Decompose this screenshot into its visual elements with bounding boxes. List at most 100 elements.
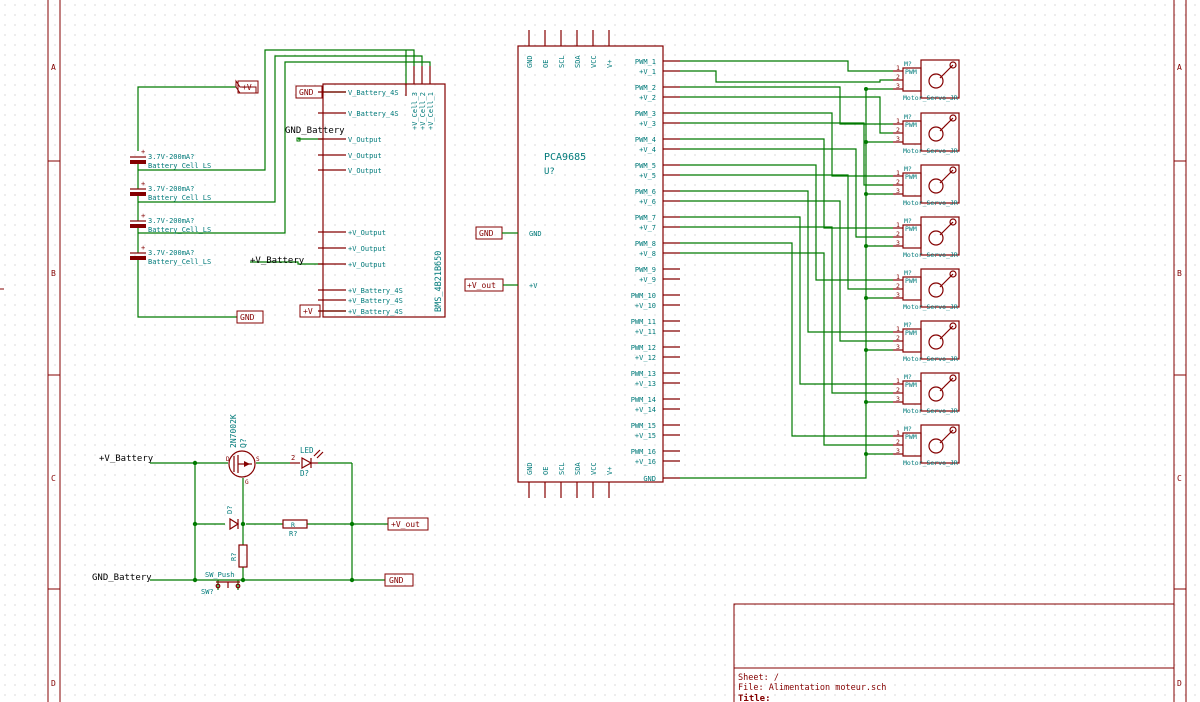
- sw-ref: SW?: [201, 588, 214, 596]
- servo-ref: M?: [904, 269, 912, 277]
- pca-right-pin-label: +V_8: [639, 250, 656, 258]
- resistor-r[interactable]: R R?: [282, 519, 308, 538]
- frame-row-letter-left: B: [51, 269, 56, 278]
- servo-wiring: [680, 60, 893, 479]
- pca-right-pin-label: +V_12: [635, 354, 656, 362]
- pca-bottom-pin-label: V+: [606, 467, 614, 475]
- pca-right-pin-label: PWM_5: [635, 162, 656, 170]
- servo-horn-icon: [928, 230, 944, 246]
- servo-pin-number: 2: [896, 73, 900, 81]
- battery-value: 3.7V-200mA?: [148, 185, 194, 193]
- pca-top-pin-label: GND: [526, 55, 534, 68]
- servo-body: [920, 424, 960, 464]
- bms-module[interactable]: BMS_4B21B650: [322, 83, 446, 318]
- servo-name: Motor_Servo_JR: [903, 199, 958, 207]
- servo-pin-number: 1: [896, 117, 900, 125]
- servo-pin-number: 1: [896, 377, 900, 385]
- wire-servo-pwm: [680, 60, 893, 72]
- servo-arm-tip: [949, 322, 957, 330]
- bms-pin-label: +V_Output: [348, 261, 386, 269]
- pca-right-pin-label: +V_7: [639, 224, 656, 232]
- servo-pin-number: 2: [896, 438, 900, 446]
- bms-pin-label: V_Output: [348, 136, 382, 144]
- pca-right-pin-label: PWM_12: [631, 344, 656, 352]
- bms-name: BMS_4B21B650: [434, 251, 444, 312]
- net-label-c-plus-v-battery: +V_Battery: [99, 454, 154, 464]
- led-value: LED: [300, 446, 314, 455]
- servo-motors: M?PWMMotor_Servo_JR123M?PWMMotor_Servo_J…: [893, 59, 960, 467]
- title-block: Sheet: / File: Alimentation moteur.sch T…: [733, 603, 1175, 702]
- servo-pin-label: PWM: [905, 381, 917, 389]
- servo-horn-icon: [928, 334, 944, 350]
- frame-row-letter-left: D: [51, 679, 56, 688]
- servo-pin-number: 1: [896, 64, 900, 72]
- servo-arm-tip: [949, 218, 957, 226]
- title-block-title: Title:: [738, 693, 771, 702]
- push-switch[interactable]: SW_Push SW?: [201, 571, 241, 596]
- diode[interactable]: D?: [226, 506, 240, 531]
- servo-pin-label: PWM: [905, 329, 917, 337]
- pca-top-pin-label: VCC: [590, 55, 598, 68]
- servo-name: Motor_Servo_JR: [903, 407, 958, 415]
- wire-servo-pwm: [680, 242, 893, 437]
- servo-pin-number: 3: [896, 135, 900, 143]
- net-label-c-plus-v-out: +V_out: [391, 520, 420, 529]
- pca-right-pin-label: +V_1: [639, 68, 656, 76]
- wire-servo-v: [680, 122, 893, 186]
- frame-row-letter-left: C: [51, 474, 56, 483]
- servo-body: [920, 112, 960, 152]
- wire-plus-v-battery: [250, 261, 323, 265]
- servo-pin-number: 3: [896, 187, 900, 195]
- wire-servo-pwm: [680, 190, 893, 333]
- wire-cell-1: [138, 61, 431, 234]
- wire-battery-to-gnd: [137, 258, 237, 318]
- pca-right-pin-label: PWM_4: [635, 136, 656, 144]
- bms-pins: V_Battery_4SV_Battery_4SV_OutputV_Output…: [318, 66, 435, 316]
- bms-pin-label: +V_Output: [348, 245, 386, 253]
- servo-pin-number: 3: [896, 82, 900, 90]
- wire-servo-v: [680, 96, 893, 134]
- pca-top-pin-label: OE: [542, 60, 550, 68]
- servo-name: Motor_Servo_JR: [903, 94, 958, 102]
- pca-right-pin-label: PWM_10: [631, 292, 656, 300]
- mosfet-ref: Q?: [239, 438, 248, 448]
- battery-cell: +3.7V-200mA?Battery_Cell_LS: [130, 212, 211, 234]
- servo-horn-icon: [928, 438, 944, 454]
- servo-ref: M?: [904, 113, 912, 121]
- wire-cell-2: [138, 55, 423, 203]
- pca9685-module[interactable]: PCA9685 U?: [517, 45, 664, 483]
- pca-right-pin-label: PWM_2: [635, 84, 656, 92]
- mosfet-q[interactable]: D S G 2N7002K Q?: [226, 414, 260, 486]
- wire-servo-v: [680, 70, 893, 83]
- mosfet-pin-g: G: [245, 479, 249, 486]
- servo-pin-number: 3: [896, 291, 900, 299]
- sw-value: SW_Push: [205, 571, 235, 579]
- pca-right-pin-label: PWM_1: [635, 58, 656, 66]
- servo-ref: M?: [904, 217, 912, 225]
- servo-pin-number: 1: [896, 221, 900, 229]
- pca-net-labels: GND +V_out: [464, 226, 518, 292]
- led-indicator[interactable]: 2 LED D?: [290, 446, 324, 478]
- servo-pin-number: 2: [896, 386, 900, 394]
- bms-pin-label: V_Output: [348, 167, 382, 175]
- pca-right-pin-label: PWM_7: [635, 214, 656, 222]
- pca-right-pin-label: +V_10: [635, 302, 656, 310]
- pca-right-pin-label: PWM_3: [635, 110, 656, 118]
- mosfet-pin-d: D: [226, 456, 230, 463]
- bms-pin-label: V_Battery_4S: [348, 110, 399, 118]
- battery-plus-sign: +: [141, 212, 145, 220]
- pca-right-pin-label: +V_13: [635, 380, 656, 388]
- net-label-pca-vout: +V_out: [467, 281, 496, 290]
- wire-plus-v-to-battery: [137, 86, 236, 151]
- servo-pin-number: 3: [896, 343, 900, 351]
- battery-plate-short: [130, 192, 146, 196]
- battery-ref: Battery_Cell_LS: [148, 162, 211, 170]
- resistor-r2[interactable]: R?: [230, 544, 248, 568]
- led-pin: 2: [291, 454, 295, 462]
- servo-name: Motor_Servo_JR: [903, 147, 958, 155]
